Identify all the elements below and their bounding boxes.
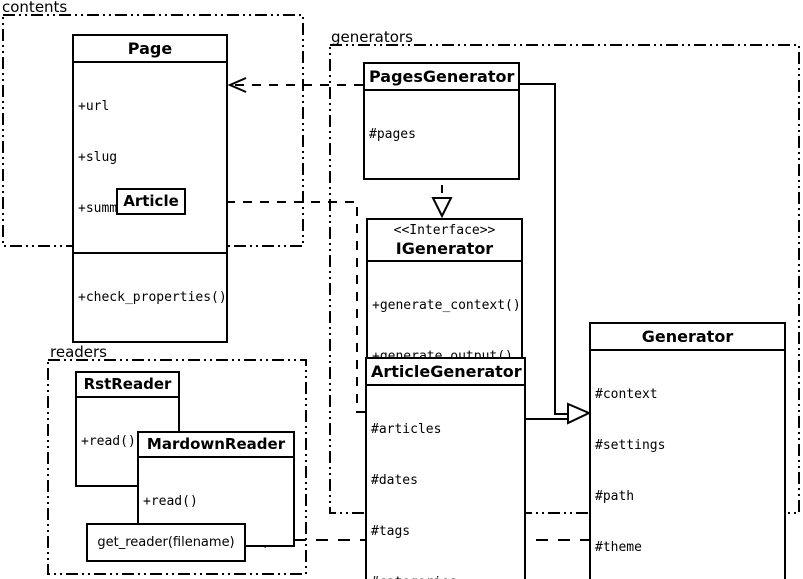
package-label-generators: generators <box>331 28 413 46</box>
attribute: #articles <box>371 422 442 437</box>
class-page-title: Page <box>74 36 226 63</box>
method: +generate_context() <box>372 298 521 313</box>
class-article: Article <box>116 188 186 215</box>
function-get-reader-label: get_reader(filename) <box>97 535 235 550</box>
attribute: #categories <box>371 574 520 579</box>
method: +read() <box>81 434 136 449</box>
package-label-readers: readers <box>50 343 107 361</box>
class-mardown-reader-title: MardownReader <box>139 433 293 458</box>
class-igenerator-title: <<Interface>> IGenerator <box>368 220 521 262</box>
class-generator-attributes: #context #settings #path #theme #output_… <box>591 351 784 579</box>
class-article-generator: ArticleGenerator #articles #dates #tags … <box>365 357 526 579</box>
class-article-generator-title: ArticleGenerator <box>367 359 524 386</box>
class-generator-title: Generator <box>591 324 784 351</box>
attribute: #context <box>595 387 658 402</box>
class-igenerator-name: IGenerator <box>395 239 494 258</box>
package-border-readers <box>47 359 307 575</box>
class-mardown-reader-methods: +read() <box>139 458 293 545</box>
attribute: #theme <box>595 540 642 555</box>
class-pages-generator-attributes: #pages <box>365 91 518 178</box>
class-article-title: Article <box>123 192 179 210</box>
class-rst-reader-title: RstReader <box>77 373 178 398</box>
generalization-pagesgenerator-generator <box>520 83 568 415</box>
generalization-articlegenerator-generator <box>526 402 592 425</box>
class-pages-generator: PagesGenerator #pages <box>363 62 520 180</box>
attribute: +slug <box>78 150 118 165</box>
package-border-generators <box>329 44 800 514</box>
method: +read() <box>143 494 198 509</box>
realization-pagesgenerator-igenerator <box>431 110 453 219</box>
class-page-methods: +check_properties() <box>74 252 227 341</box>
attribute: +url <box>78 99 110 114</box>
attribute: #tags <box>371 524 411 539</box>
attribute: #pages <box>369 127 416 142</box>
class-generator: Generator #context #settings #path #them… <box>589 322 786 579</box>
class-page-attributes: +url +slug +summary <box>74 63 226 252</box>
attribute: #settings <box>595 438 666 453</box>
class-igenerator-stereotype: <<Interface>> <box>393 223 496 238</box>
attribute: #dates <box>371 473 418 488</box>
package-label-contents: contents <box>2 0 68 16</box>
class-article-generator-attributes: #articles #dates #tags #categories <box>367 386 524 579</box>
class-rst-reader-methods: +read() <box>77 398 178 485</box>
method: +check_properties() <box>78 290 227 305</box>
class-pages-generator-title: PagesGenerator <box>365 64 518 91</box>
attribute: #path <box>595 489 635 504</box>
dependency-pagesgenerator-page <box>227 77 363 93</box>
function-get-reader: get_reader(filename) <box>86 523 246 562</box>
